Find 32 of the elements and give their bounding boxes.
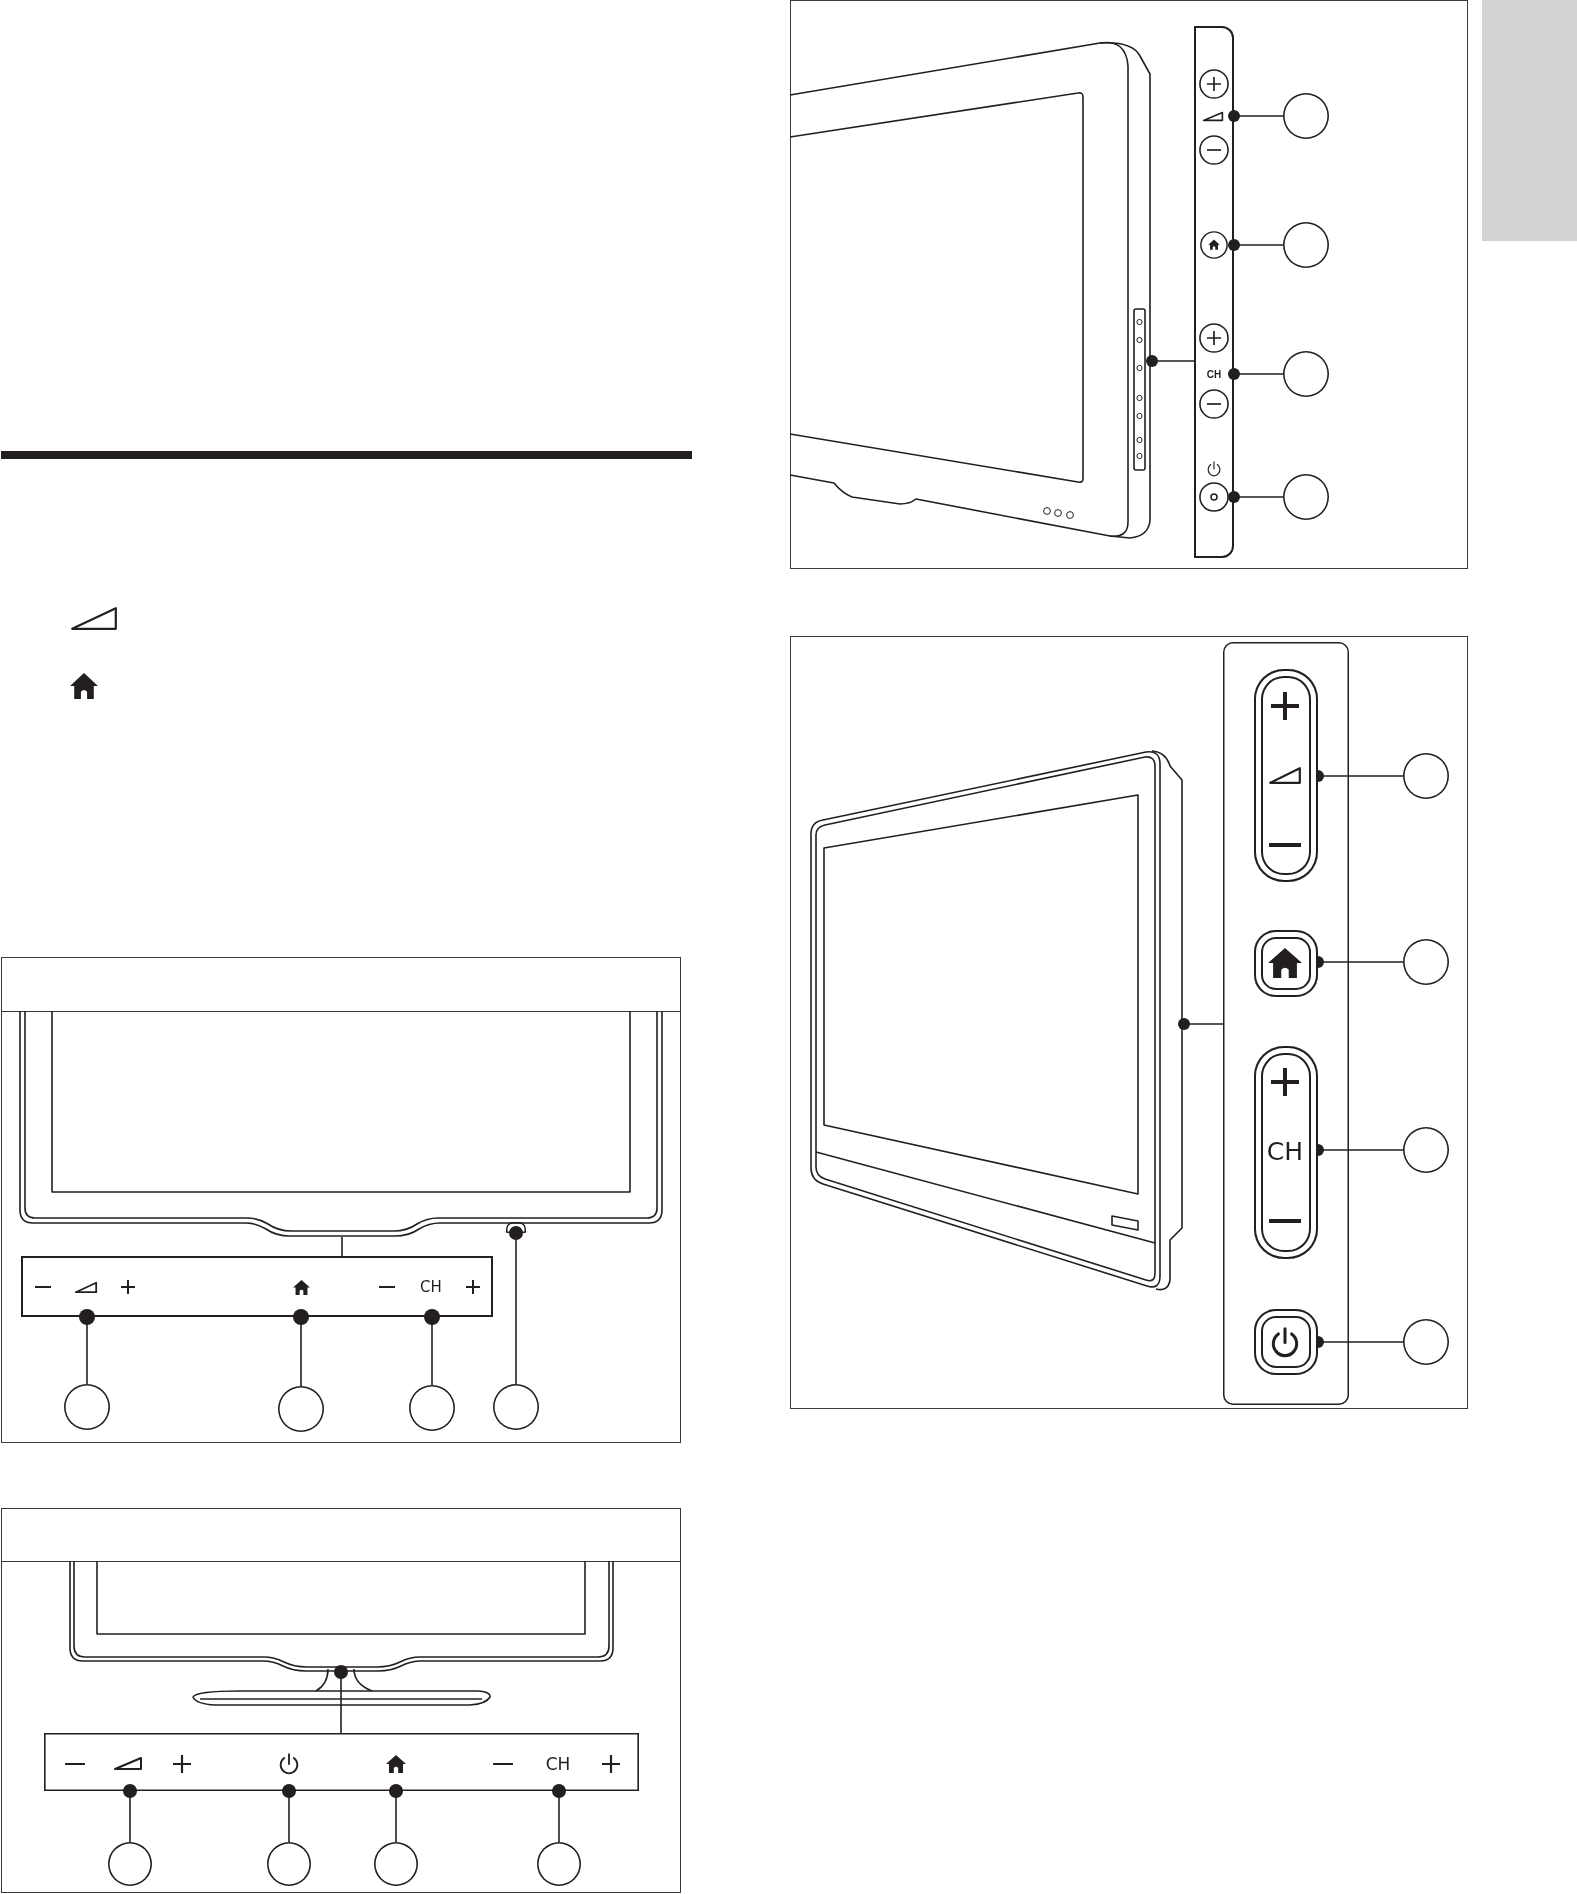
- control-bar: [44, 1733, 639, 1791]
- leader-line: [389, 1784, 403, 1843]
- side-tab: [1482, 0, 1577, 241]
- control-bar: [21, 1256, 493, 1317]
- connector-line: [334, 1665, 348, 1734]
- tv-drawing: [18, 1011, 664, 1237]
- leader-line: [1228, 239, 1284, 251]
- channel-label: CH: [1206, 368, 1222, 380]
- leader-line: [509, 1226, 523, 1385]
- control-strip: [1194, 26, 1234, 558]
- leader-line: [79, 1309, 95, 1385]
- home-button: [1254, 930, 1318, 997]
- volume-button: [1254, 669, 1318, 882]
- leader-line: [123, 1784, 137, 1843]
- connector-line: [341, 1236, 343, 1257]
- channel-label: CH: [545, 1754, 571, 1774]
- leader-line: [293, 1309, 309, 1387]
- leader-line: [1228, 368, 1284, 380]
- leader-line: [1228, 110, 1284, 122]
- channel-button: CH: [1254, 1046, 1318, 1259]
- channel-label: CH: [420, 1278, 442, 1296]
- tv-drawing: [68, 1561, 615, 1672]
- leader-line: [424, 1309, 440, 1386]
- control-panel: [1223, 642, 1349, 1405]
- power-button: [506, 1222, 526, 1233]
- connector-line: [1146, 355, 1195, 367]
- leader-line: [282, 1784, 296, 1843]
- power-button: [1254, 1309, 1318, 1375]
- tv-drawing: [808, 748, 1184, 1293]
- leader-line: [1228, 491, 1284, 503]
- leader-line: [552, 1784, 566, 1843]
- connector-line: [1178, 1018, 1224, 1030]
